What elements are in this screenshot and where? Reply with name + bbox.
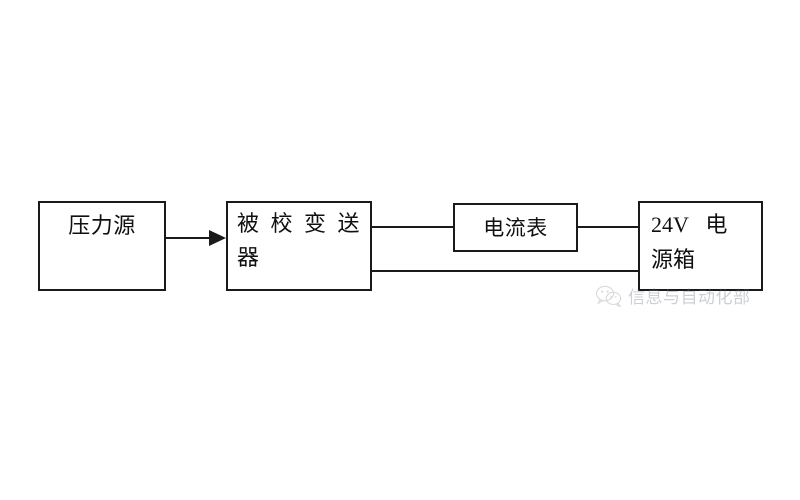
connector-transmitter-to-ammeter	[371, 226, 455, 228]
block-power-supply-label: 24V 电源箱	[640, 207, 761, 277]
block-power-supply-label-line2: 源箱	[651, 247, 696, 273]
block-transmitter-label: 被 校 变 送 器	[237, 211, 363, 271]
block-power-supply[interactable]: 24V 电源箱	[638, 201, 763, 291]
block-power-supply-char-1: 电	[705, 212, 728, 237]
arrowhead-icon	[209, 230, 226, 246]
block-transmitter[interactable]: 被 校 变 送 器	[226, 201, 372, 291]
wechat-logo-icon	[596, 285, 622, 307]
connector-transmitter-to-power	[371, 270, 640, 272]
block-ammeter[interactable]: 电流表	[453, 203, 578, 252]
block-power-supply-voltage: 24V	[651, 212, 689, 237]
connector-source-to-transmitter	[166, 237, 216, 239]
block-ammeter-label: 电流表	[483, 216, 548, 240]
connector-ammeter-to-power	[576, 226, 640, 228]
block-pressure-source-label: 压力源	[68, 213, 136, 238]
block-power-supply-label-inline	[689, 212, 706, 237]
block-pressure-source[interactable]: 压力源	[38, 201, 166, 291]
